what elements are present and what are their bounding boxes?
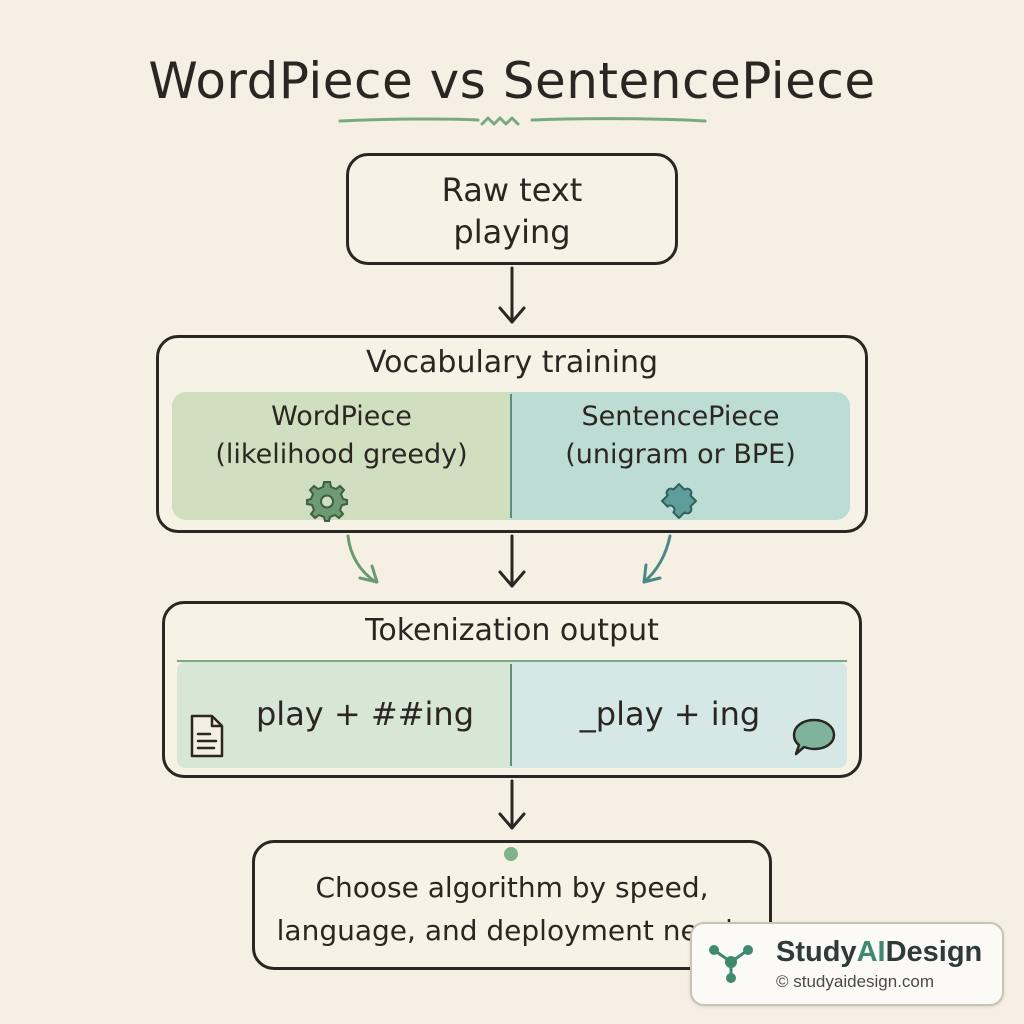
network-logo-icon — [709, 945, 753, 983]
sentencepiece-name: SentencePiece — [581, 401, 780, 432]
wordpiece-output-panel — [177, 662, 511, 768]
gear-icon — [306, 481, 348, 522]
brand-name: StudyAIDesign — [776, 936, 983, 968]
conclusion-line-2: language, and deployment needs — [276, 914, 748, 947]
tokenization-output-title: Tokenization output — [365, 613, 659, 648]
brand-url: © studyaidesign.com — [776, 972, 935, 991]
output-divider — [510, 664, 512, 766]
wordpiece-output: play + ##ing — [255, 695, 474, 733]
training-divider — [510, 394, 512, 518]
wordpiece-name: WordPiece — [271, 401, 412, 432]
raw-text-example: playing — [453, 213, 571, 251]
connector-dot — [504, 847, 518, 861]
document-icon — [190, 714, 224, 758]
sentencepiece-output: _play + ing — [579, 695, 761, 733]
speech-bubble-icon — [792, 718, 836, 756]
raw-text-box: Raw text playing — [346, 153, 678, 265]
conclusion-box — [252, 840, 772, 970]
output-top-rule — [177, 660, 847, 662]
puzzle-icon — [661, 483, 697, 519]
brand-watermark: StudyAIDesign © studyaidesign.com — [690, 922, 1004, 1006]
sentencepiece-output-panel — [511, 662, 847, 768]
wordpiece-method: (likelihood greedy) — [215, 439, 468, 470]
conclusion-line-1: Choose algorithm by speed, — [315, 871, 709, 904]
diagram-title: WordPiece vs SentencePiece — [148, 52, 876, 110]
raw-text-label: Raw text — [441, 171, 583, 209]
vocabulary-training-title: Vocabulary training — [365, 345, 659, 380]
sentencepiece-method: (unigram or BPE) — [565, 439, 796, 470]
